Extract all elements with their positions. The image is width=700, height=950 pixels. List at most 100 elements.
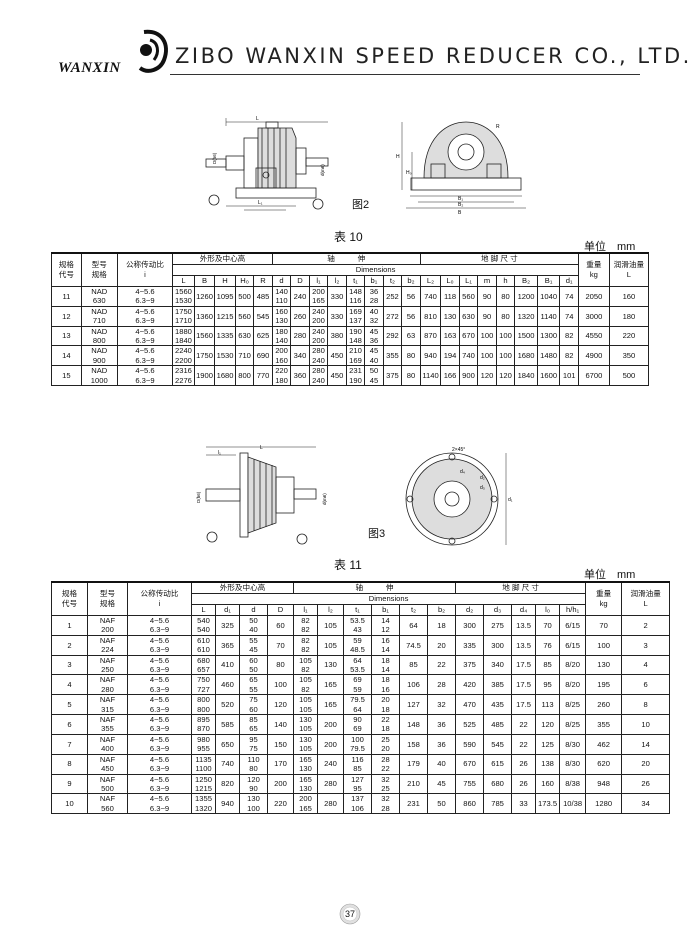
t11-cell-d4: 22	[511, 714, 537, 735]
fig2-label-d: d(m6)	[320, 164, 325, 176]
figure-3-label: 图3	[368, 528, 386, 540]
gear-icon	[339, 903, 361, 925]
t11-cell-b2: 28	[426, 674, 457, 696]
t10-cell-m: 100	[477, 345, 497, 367]
t11-cell-oil: 10	[621, 714, 671, 735]
t11-cell-d: 140	[267, 714, 294, 735]
t11-cell-d4: 13.5	[511, 634, 537, 656]
fig2-label-B: B	[458, 210, 462, 216]
t10-cell-code: 13	[51, 325, 82, 347]
t11-cell-code: 7	[51, 733, 88, 755]
t11-cell-d3: 385	[483, 674, 513, 696]
t11-cell-hh: 8/25	[559, 694, 587, 716]
t11-cell-l0: 160	[535, 773, 561, 795]
t10-cell-l2: 1140	[419, 365, 442, 387]
fig3-label-d4: d₄	[460, 469, 465, 475]
fig3-label-D: D(h6)	[196, 491, 201, 503]
t10-cell-b: 1560	[193, 325, 216, 347]
fig2-label-D: D(h6)	[212, 152, 217, 164]
t11-cell-d1: 520	[215, 694, 240, 716]
t11-cell-t2: 179	[399, 753, 428, 775]
t10-col-header: d₁	[559, 275, 579, 287]
t11-cell-d4: 17.5	[511, 694, 537, 716]
t11-cell-code: 4	[51, 674, 88, 696]
t11-cell-weight: 620	[585, 753, 623, 775]
t11-cell-weight: 355	[585, 714, 623, 735]
t11-cell-d4: 33	[511, 793, 537, 815]
t11-cell-b2: 36	[426, 714, 457, 735]
t10-cell-b2: 80	[401, 365, 421, 387]
t10-header-shaft: 轴 伸	[271, 252, 421, 265]
page-header: WANXIN ZIBO WANXIN SPEED REDUCER CO., LT…	[0, 0, 700, 92]
t10-col-header: l₁	[308, 275, 329, 287]
t11-cell-d2: 300	[455, 615, 485, 636]
t11-cell-l2: 105	[317, 634, 344, 656]
t10-cell-h: 80	[495, 305, 516, 327]
t10-col-header: l₂	[327, 275, 347, 287]
t10-col-header: L	[172, 275, 195, 287]
t11-cell-hh: 8/20	[559, 654, 587, 676]
fig2-label-R: R	[496, 124, 500, 130]
t11-cell-d2: 670	[455, 753, 485, 775]
t10-cell-b2: 56	[401, 305, 421, 327]
t10-cell-d1: 82	[559, 325, 579, 347]
t11-cell-code: 2	[51, 634, 88, 656]
t10-cell-weight: 6700	[577, 365, 610, 387]
t11-cell-d2: 470	[455, 694, 485, 716]
t11-cell-l2: 165	[317, 674, 344, 696]
t10-cell-code: 12	[51, 305, 82, 327]
t11-cell-d2: 755	[455, 773, 485, 795]
t11-col-header: d₂	[455, 604, 485, 616]
fig3-label-d: d(m6)	[322, 493, 327, 505]
t10-cell-code: 15	[51, 365, 82, 387]
t11-cell-b2: 32	[426, 694, 457, 716]
t10-cell-m: 90	[477, 286, 497, 307]
nad-front-view	[401, 121, 526, 209]
t11-cell-d: 120	[267, 694, 294, 716]
t11-cell-d1: 460	[215, 674, 240, 696]
t10-cell-t2: 355	[382, 345, 403, 367]
fig3-label-chamfer: 2×45°	[452, 447, 465, 453]
t10-cell-d1: 74	[559, 305, 579, 327]
t11-cell-hh: 10/38	[559, 793, 587, 815]
naf-side-view	[205, 446, 317, 545]
t11-cell-hh: 6/15	[559, 615, 587, 636]
t11-cell-b2: 45	[426, 773, 457, 795]
t11-cell-t2: 148	[399, 714, 428, 735]
fig3-label-d2: d₂	[480, 475, 485, 481]
t10-col-header: H	[214, 275, 236, 287]
t11-col-header: d₁	[215, 604, 240, 616]
t10-cell-h0: 630	[234, 325, 255, 347]
t11-cell-d3: 435	[483, 694, 513, 716]
